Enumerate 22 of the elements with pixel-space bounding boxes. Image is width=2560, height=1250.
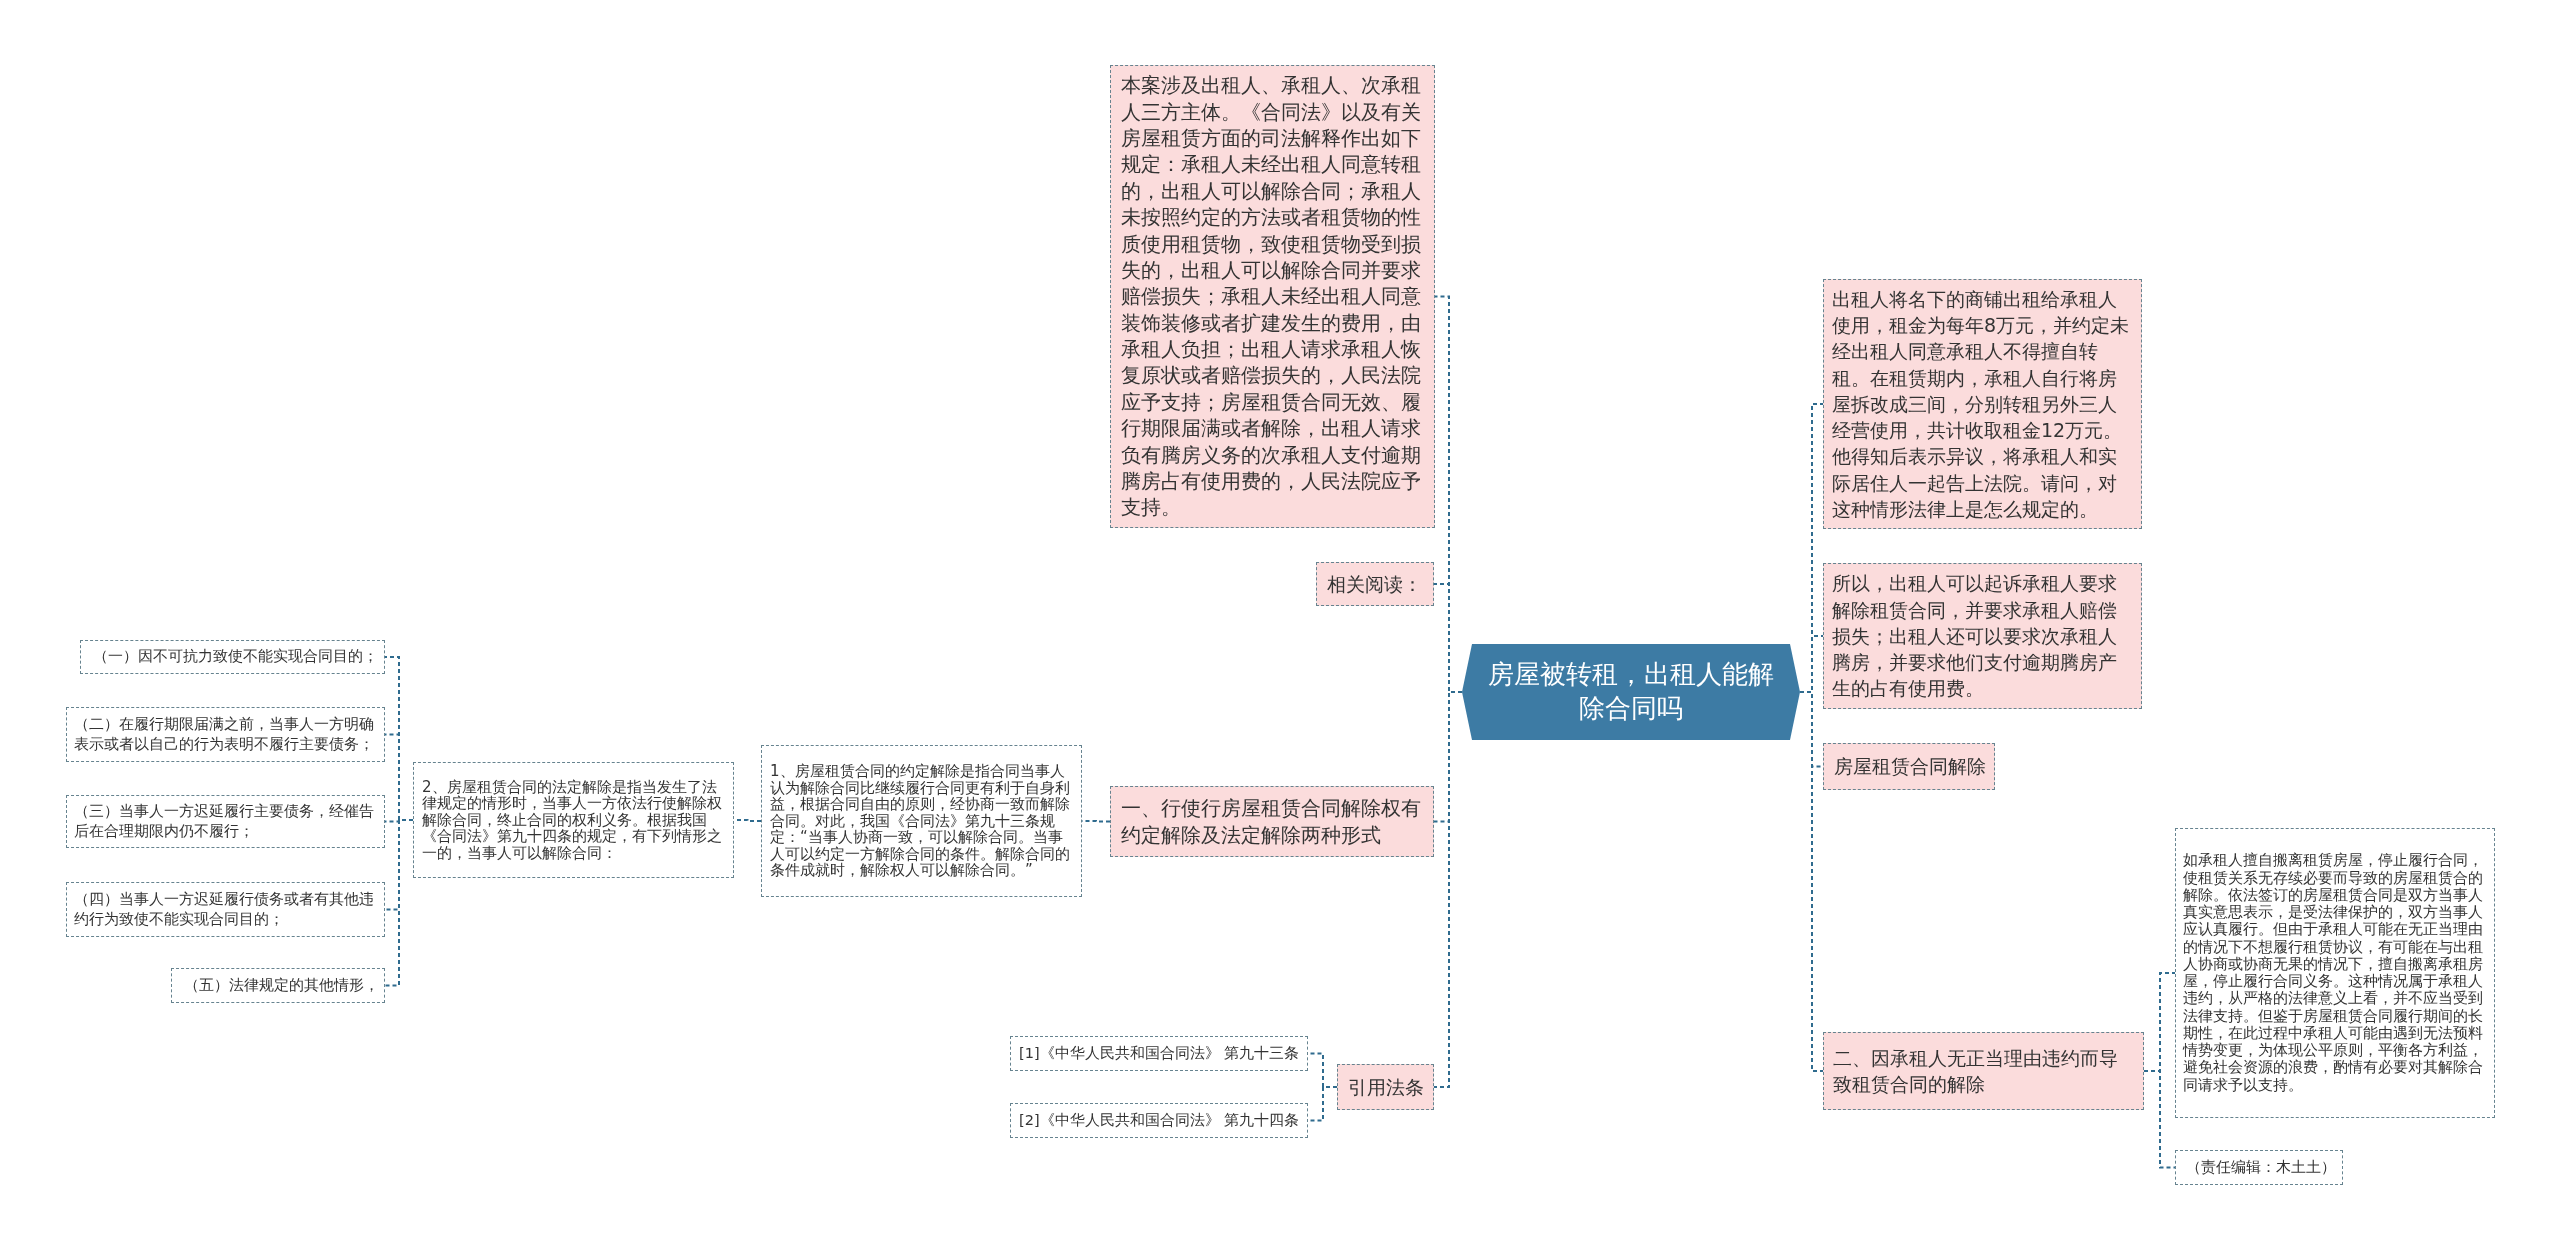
- topic-box: 相关阅读：: [1316, 562, 1434, 606]
- note-box: （四）当事人一方迟延履行债务或者有其他违约行为致使不能实现合同目的；: [66, 882, 385, 937]
- topic-box: 本案涉及出租人、承租人、次承租人三方主体。《合同法》以及有关房屋租赁方面的司法解释作出如下规定：承租人未经出租人同意转租的，出租人可以解除合同；承租人未按照约定的方法或者租赁物的性质使用租赁物，致使租赁物受到损失的，出租人可以解除合同并要求赔偿损失；承租人未经出租人同意装饰装修或者扩建发生的费用，由承租人负担；出租人请求承租人恢复原状或者赔偿损失的，人民法院应予支持；房屋租赁合同无效、履行期限届满或者解除，出租人请求负有腾房义务的次承租人支付逾期腾房占有使用费的，人民法院应予支持。: [1110, 65, 1435, 528]
- note-box: （五）法律规定的其他情形，: [171, 968, 385, 1003]
- central-topic: 房屋被转租，出租人能解除合同吗: [1462, 644, 1800, 740]
- note-box: （三）当事人一方迟延履行主要债务，经催告后在合理期限内仍不履行；: [66, 795, 385, 848]
- note-box: 2、房屋租赁合同的法定解除是指当发生了法律规定的情形时，当事人一方依法行使解除权解除合同，终止合同的权利义务。根据我国《合同法》第九十四条的规定，有下列情形之一的，当事人可以解除合同：: [413, 762, 734, 878]
- topic-box: 所以，出租人可以起诉承租人要求解除租赁合同，并要求承租人赔偿损失；出租人还可以要求次承租人腾房，并要求他们支付逾期腾房产生的占有使用费。: [1823, 563, 2142, 709]
- note-box: （一）因不可抗力致使不能实现合同目的；: [80, 640, 385, 674]
- note-box: 1、房屋租赁合同的约定解除是指合同当事人认为解除合同比继续履行合同更有利于自身利益，根据合同自由的原则，经协商一致而解除合同。对此，我国《合同法》第九十三条规定：“当事人协商一致，可以解除合同。当事人可以约定一方解除合同的条件。解除合同的条件成就时，解除权人可以解除合同。”: [761, 745, 1082, 897]
- connector-line: [384, 819, 414, 987]
- topic-box: 出租人将名下的商铺出租给承租人使用，租金为每年8万元，并约定未经出租人同意承租人不得擅自转租。在租赁期内，承租人自行将房屋拆改成三间，分别转租另外三人经营使用，共计收取租金12万元。他得知后表示异议，将承租人和实际居住人一起告上法院。请问，对这种情形法律上是怎么规定的。: [1823, 279, 2142, 529]
- topic-box: 引用法条: [1337, 1064, 1434, 1110]
- topic-box: 房屋租赁合同解除: [1823, 743, 1995, 790]
- connector-line: [2143, 1070, 2176, 1169]
- note-box: 如承租人擅自搬离租赁房屋，停止履行合同，使租赁关系无存续必要而导致的房屋租赁合的解除。依法签订的房屋租赁合同是双方当事人真实意思表示，是受法律保护的，双方当事人应认真履行。但由于承租人可能在无正当理由的情况下不想履行租赁协议，有可能在与出租人协商或协商无果的情况下，擅自搬离承租房屋，停止履行合同义务。这种情况属于承租人违约，从严格的法律意义上看，并不应当受到法律支持。但鉴于房屋租赁合同履行期间的长期性，在此过程中承租人可能由遇到无法预料情势变更，为体现公平原则，平衡各方利益，避免社会资源的浪费，酌情有必要对其解除合同请求予以支持。: [2175, 828, 2495, 1118]
- note-box: （二）在履行期限届满之前，当事人一方明确表示或者以自己的行为表明不履行主要债务；: [66, 707, 385, 762]
- note-box: [1]《中华人民共和国合同法》 第九十三条: [1010, 1036, 1308, 1071]
- note-box: [2]《中华人民共和国合同法》 第九十四条: [1010, 1103, 1308, 1138]
- topic-box: 一、行使行房屋租赁合同解除权有约定解除及法定解除两种形式: [1110, 786, 1434, 857]
- note-box: （责任编辑：木土土）: [2175, 1150, 2343, 1185]
- topic-box: 二、因承租人无正当理由违约而导致租赁合同的解除: [1823, 1032, 2144, 1110]
